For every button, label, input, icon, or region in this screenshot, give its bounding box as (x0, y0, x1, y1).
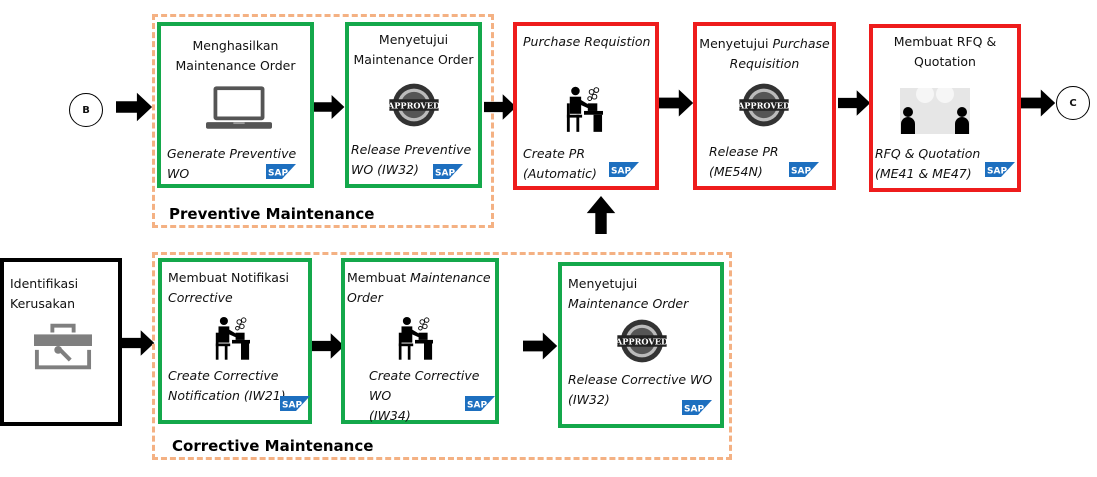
sap-logo-icon (682, 400, 712, 415)
sap-logo-icon (609, 162, 639, 177)
sap-logo-icon (465, 396, 495, 411)
step-subtitle: Create Corrective WO(IW34) (369, 368, 480, 423)
sap-logo-icon (266, 164, 296, 179)
connector-c: C (1056, 86, 1090, 120)
approved-stamp-icon (739, 82, 789, 128)
arrow-right-icon (659, 88, 695, 118)
approved-stamp-icon (389, 82, 439, 128)
preventive-maintenance-group: Preventive Maintenance (152, 14, 494, 228)
corrective-maintenance-group: Corrective Maintenance (152, 252, 732, 460)
arrow-up-icon (586, 196, 616, 234)
laptop-icon (206, 84, 272, 132)
step-create-pr[interactable]: Purchase Requistion Create PR(Automatic) (513, 22, 659, 190)
toolbox-icon (34, 322, 92, 370)
person-at-desk-icon (214, 316, 250, 362)
person-at-desk-icon (565, 86, 603, 134)
step-subtitle: Create PR(Automatic) (523, 146, 597, 181)
sap-logo-icon (280, 396, 310, 411)
step-subtitle: Release PR(ME54N) (709, 144, 779, 179)
arrow-right-icon (116, 92, 154, 122)
step-subtitle: RFQ & Quotation(ME41 & ME47) (875, 146, 981, 181)
arrow-right-icon (523, 331, 559, 361)
arrow-right-icon (122, 328, 156, 358)
step-title: Membuat RFQ &Quotation (893, 34, 997, 69)
step-subtitle: Release Corrective WO(IW32) (568, 372, 713, 407)
group-label: Corrective Maintenance (172, 437, 374, 455)
group-label: Preventive Maintenance (169, 205, 375, 223)
person-at-desk-icon (397, 316, 433, 362)
step-rfq-quotation[interactable]: Membuat RFQ &Quotation RFQ & Quotation(M… (869, 24, 1021, 192)
step-title: Purchase Requistion (523, 34, 651, 49)
arrow-right-icon (1021, 88, 1057, 118)
sap-logo-icon (789, 162, 819, 177)
connector-b: B (69, 93, 103, 127)
sap-logo-icon (985, 162, 1015, 177)
meeting-icon (900, 88, 970, 134)
sap-logo-icon (433, 164, 463, 179)
approved-stamp-icon (617, 318, 667, 364)
arrow-right-icon (838, 88, 872, 118)
arrow-right-icon (314, 92, 346, 122)
